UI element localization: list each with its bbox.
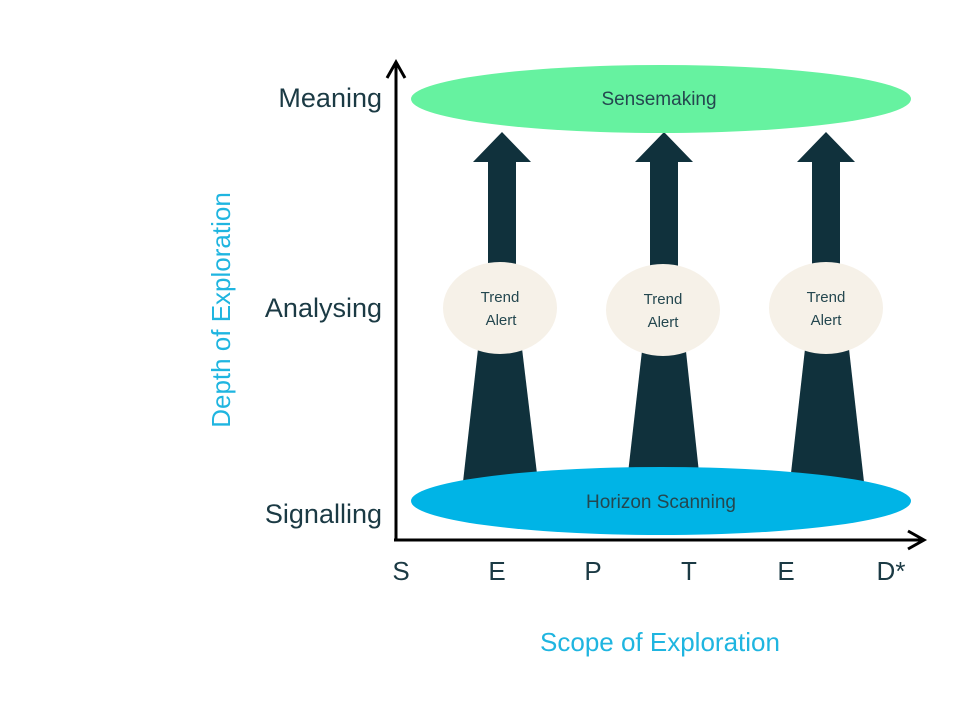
x-category-6: D*	[877, 556, 906, 586]
trend-alert-3: Trend Alert	[769, 262, 883, 354]
sensemaking-oval	[411, 65, 911, 133]
x-axis-arrowhead	[907, 529, 928, 551]
horizon-scanning-label: Horizon Scanning	[586, 492, 736, 513]
trend-alert-3-line2: Alert	[811, 312, 843, 329]
trend-alert-2: Trend Alert	[606, 264, 720, 356]
sensemaking-label: Sensemaking	[601, 89, 716, 110]
y-level-analysing: Analysing	[265, 293, 382, 323]
trend-alert-1: Trend Alert	[443, 262, 557, 354]
y-level-signalling: Signalling	[265, 499, 382, 529]
x-category-3: P	[584, 556, 601, 586]
x-category-2: E	[488, 556, 505, 586]
y-axis-arrowhead	[385, 58, 407, 79]
trend-alert-2-line1: Trend	[644, 291, 683, 308]
y-level-meaning: Meaning	[278, 83, 382, 113]
x-axis-title: Scope of Exploration	[540, 627, 780, 657]
trend-alert-3-line1: Trend	[807, 289, 846, 306]
y-axis-title: Depth of Exploration	[206, 192, 236, 428]
upper-arrow-2	[635, 132, 693, 268]
trend-alert-1-line2: Alert	[486, 312, 518, 329]
lower-beam-2	[627, 342, 700, 482]
x-category-1: S	[392, 556, 409, 586]
upper-arrow-3	[797, 132, 855, 268]
lower-beam-1	[463, 340, 538, 482]
upper-arrow-1	[473, 132, 531, 268]
trend-alert-2-line2: Alert	[648, 314, 680, 331]
lower-beam-3	[790, 340, 864, 482]
x-category-5: E	[777, 556, 794, 586]
x-category-4: T	[681, 556, 697, 586]
horizon-scanning-oval	[411, 467, 911, 535]
trend-alert-1-line1: Trend	[481, 289, 520, 306]
